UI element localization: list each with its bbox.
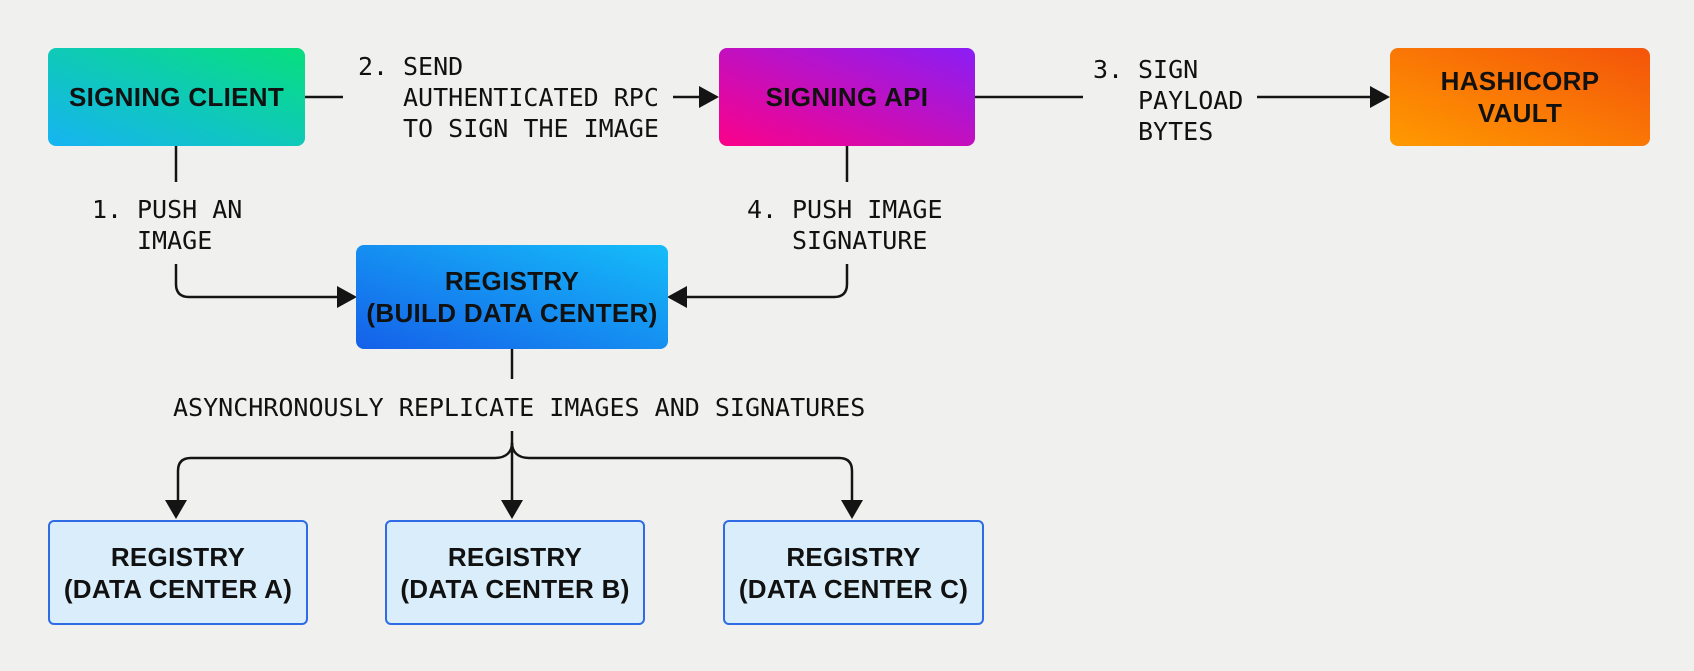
step-3-line2: PAYLOAD [1138, 86, 1244, 115]
step-1-number: 1. [92, 195, 123, 224]
node-registry-b-label-line2: (DATA CENTER B) [400, 573, 630, 604]
node-registry-build-label-line2: (BUILD DATA CENTER) [366, 298, 658, 328]
connector-api-to-vault [975, 86, 1390, 108]
step-1-line1: PUSH AN [137, 195, 243, 224]
node-registry-c-label-line2: (DATA CENTER C) [738, 573, 969, 604]
step-4-line2: SIGNATURE [792, 226, 928, 255]
arrowhead-into-vault-icon [1370, 86, 1390, 108]
arrowhead-into-replica-a-icon [165, 500, 187, 519]
step-label-3: 3. SIGN PAYLOAD BYTES [1093, 54, 1243, 147]
node-signing-api: SIGNING API [719, 48, 975, 146]
step-4-line1: PUSH IMAGE [792, 195, 943, 224]
arrowhead-into-replica-b-icon [501, 500, 523, 519]
step-3-number: 3. [1093, 55, 1124, 84]
node-registry-data-center-b: REGISTRY (DATA CENTER B) [385, 520, 645, 625]
replicate-annotation: ASYNCHRONOUSLY REPLICATE IMAGES AND SIGN… [173, 393, 866, 422]
line-branch-right [510, 442, 854, 502]
node-registry-a-label-line1: REGISTRY [110, 541, 246, 572]
arrowhead-into-registry-right-icon [667, 286, 687, 308]
node-registry-data-center-a: REGISTRY (DATA CENTER A) [48, 520, 308, 625]
step-label-4: 4. PUSH IMAGE SIGNATURE [747, 194, 943, 256]
node-hashicorp-vault-label-line2: VAULT [1477, 98, 1563, 128]
node-hashicorp-vault-label-line1: HASHICORP [1440, 66, 1600, 96]
connector-api-to-registry [667, 146, 849, 308]
node-registry-data-center-c: REGISTRY (DATA CENTER C) [723, 520, 984, 625]
step-3-line1: SIGN [1138, 55, 1199, 84]
node-registry-a-label-line2: (DATA CENTER A) [63, 573, 293, 604]
arrowhead-into-replica-c-icon [841, 500, 863, 519]
node-registry-build: REGISTRY (BUILD DATA CENTER) [356, 245, 668, 349]
node-signing-api-label: SIGNING API [765, 82, 929, 112]
node-registry-build-label-line1: REGISTRY [444, 266, 580, 296]
connector-client-to-registry [174, 146, 357, 308]
node-signing-client: SIGNING CLIENT [48, 48, 305, 146]
node-hashicorp-vault: HASHICORP VAULT [1390, 48, 1650, 146]
node-registry-b-label-line1: REGISTRY [447, 541, 583, 572]
node-registry-c-label-line1: REGISTRY [786, 541, 921, 572]
step-4-number: 4. [747, 195, 778, 224]
node-signing-client-label: SIGNING CLIENT [68, 82, 285, 112]
step-2-number: 2. [358, 52, 389, 81]
step-2-line1: SEND [403, 52, 464, 81]
arrowhead-into-registry-left-icon [337, 286, 357, 308]
step-label-2: 2. SEND AUTHENTICATED RPC TO SIGN THE IM… [358, 51, 659, 144]
line-push-signature-curve [685, 264, 849, 299]
step-label-1: 1. PUSH AN IMAGE [92, 194, 242, 256]
step-1-line2: IMAGE [137, 226, 213, 255]
connector-client-to-api [305, 86, 719, 108]
step-2-line3: TO SIGN THE IMAGE [403, 114, 659, 143]
connector-registry-to-replicas [165, 349, 863, 519]
step-2-line2: AUTHENTICATED RPC [403, 83, 659, 112]
step-3-line3: BYTES [1138, 117, 1214, 146]
arrowhead-into-api-icon [699, 86, 719, 108]
line-push-image-curve [174, 264, 339, 299]
line-branch-left [176, 442, 514, 502]
